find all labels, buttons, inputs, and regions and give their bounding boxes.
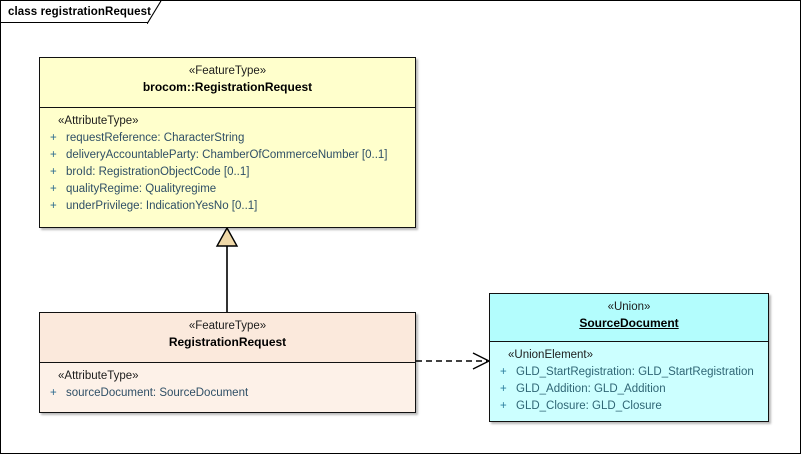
compartment-stereotype: «AttributeType» (58, 370, 139, 382)
class-box-registration-request[interactable]: «FeatureType» RegistrationRequest «Attri… (39, 312, 416, 413)
class-header: «Union» SourceDocument (490, 294, 768, 342)
class-stereotype: «FeatureType» (188, 320, 267, 332)
attribute-visibility: + (50, 200, 57, 212)
connector-dependency (416, 352, 491, 370)
compartment-stereotype: «AttributeType» (58, 115, 139, 127)
attribute-row: + GLD_Closure: GLD_Closure (494, 398, 764, 415)
attribute-text: deliveryAccountableParty: ChamberOfComme… (66, 149, 388, 161)
attribute-text: broId: RegistrationObjectCode [0..1] (66, 166, 250, 178)
attribute-text: underPrivilege: IndicationYesNo [0..1] (66, 200, 258, 212)
attribute-text: GLD_Closure: GLD_Closure (516, 400, 662, 412)
attributes-compartment: «AttributeType» + requestReference: Char… (40, 108, 415, 227)
attribute-row: + underPrivilege: IndicationYesNo [0..1] (44, 198, 411, 215)
attribute-row: + qualityRegime: Qualityregime (44, 181, 411, 198)
attribute-visibility: + (500, 383, 507, 395)
attribute-row: + requestReference: CharacterString (44, 130, 411, 147)
attribute-text: qualityRegime: Qualityregime (66, 183, 217, 195)
attribute-row: + GLD_Addition: GLD_Addition (494, 381, 764, 398)
attribute-row: + deliveryAccountableParty: ChamberOfCom… (44, 147, 411, 164)
attribute-visibility: + (50, 166, 57, 178)
connector-generalization (215, 226, 239, 312)
class-name: RegistrationRequest (168, 335, 287, 349)
attribute-visibility: + (500, 366, 507, 378)
attribute-text: GLD_Addition: GLD_Addition (516, 383, 666, 395)
class-stereotype: «FeatureType» (188, 65, 267, 77)
attribute-text: requestReference: CharacterString (66, 132, 245, 144)
attribute-visibility: + (50, 149, 57, 161)
attribute-visibility: + (50, 183, 57, 195)
class-header: «FeatureType» brocom::RegistrationReques… (40, 58, 415, 108)
attribute-visibility: + (50, 387, 57, 399)
class-header: «FeatureType» RegistrationRequest (40, 313, 415, 363)
diagram-frame-tab: class registrationRequest (1, 1, 161, 23)
attribute-text: sourceDocument: SourceDocument (66, 387, 249, 399)
class-stereotype: «Union» (607, 301, 651, 313)
attribute-visibility: + (500, 400, 507, 412)
compartment-stereotype: «UnionElement» (508, 349, 594, 361)
class-box-brocom-registration-request[interactable]: «FeatureType» brocom::RegistrationReques… (39, 57, 416, 228)
attributes-compartment: «AttributeType» + sourceDocument: Source… (40, 363, 415, 412)
attribute-row: + GLD_StartRegistration: GLD_StartRegist… (494, 364, 764, 381)
attribute-row: + sourceDocument: SourceDocument (44, 385, 411, 402)
diagram-frame-label: class registrationRequest (8, 5, 152, 18)
class-name: brocom::RegistrationRequest (142, 80, 313, 94)
attribute-text: GLD_StartRegistration: GLD_StartRegistra… (516, 366, 754, 378)
attribute-row: + broId: RegistrationObjectCode [0..1] (44, 164, 411, 181)
attributes-compartment: «UnionElement» + GLD_StartRegistration: … (490, 342, 768, 421)
class-box-source-document[interactable]: «Union» SourceDocument «UnionElement» + … (489, 293, 769, 422)
attribute-visibility: + (50, 132, 57, 144)
class-name: SourceDocument (579, 316, 679, 330)
